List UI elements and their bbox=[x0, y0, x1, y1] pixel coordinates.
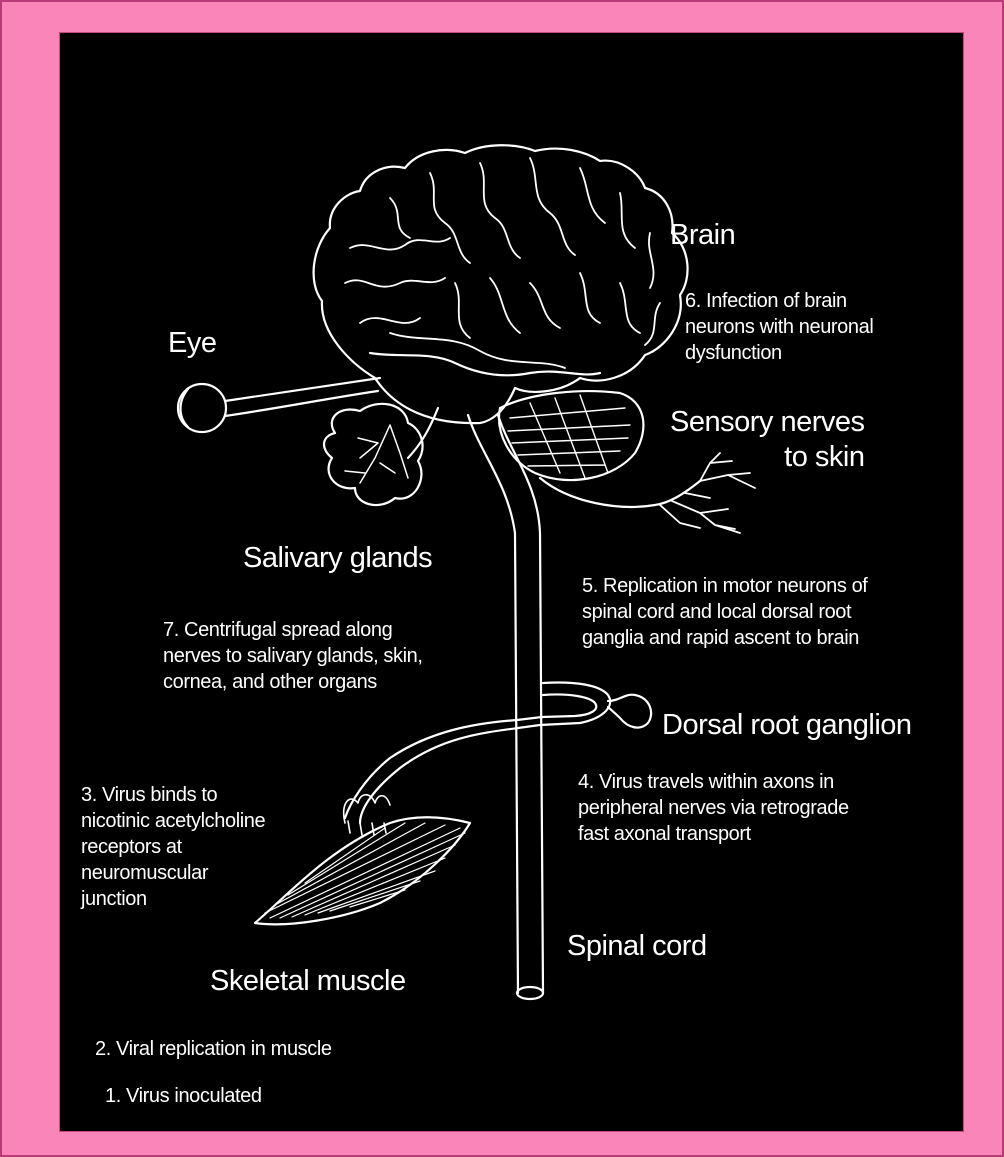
salivary-glands-label: Salivary glands bbox=[243, 542, 432, 575]
spinal-cord-left-edge bbox=[468, 415, 518, 993]
brain-illustration bbox=[314, 145, 688, 423]
eye-label: Eye bbox=[168, 327, 216, 360]
step-1-text: 1. Virus inoculated bbox=[105, 1083, 262, 1109]
temporal-lobe-fold bbox=[370, 353, 600, 375]
salivary-gland-ducts bbox=[345, 425, 408, 483]
eye-illustration bbox=[178, 378, 380, 432]
brain-gyri bbox=[345, 158, 660, 368]
spinal-cord-end bbox=[517, 987, 543, 999]
step-4-text: 4. Virus travels within axons in periphe… bbox=[578, 769, 849, 847]
diagram-panel: Brain 6. Infection of brain neurons with… bbox=[59, 32, 964, 1132]
brain-label: Brain bbox=[670, 219, 735, 252]
skeletal-muscle-label: Skeletal muscle bbox=[210, 965, 406, 998]
cerebellum-folia bbox=[508, 395, 630, 478]
spinal-cord-label: Spinal cord bbox=[567, 930, 707, 963]
step-2-text: 2. Viral replication in muscle bbox=[95, 1036, 332, 1062]
step-3-text: 3. Virus binds to nicotinic acetylcholin… bbox=[81, 782, 265, 912]
dorsal-root-ganglion-label: Dorsal root ganglion bbox=[662, 709, 912, 742]
dorsal-root-ganglion-shape bbox=[608, 695, 651, 728]
step-6-text: 6. Infection of brain neurons with neuro… bbox=[685, 288, 873, 366]
salivary-gland-outline bbox=[324, 404, 422, 505]
step-5-text: 5. Replication in motor neurons of spina… bbox=[582, 573, 867, 651]
sensory-nerves-label: Sensory nerves to skin bbox=[670, 405, 865, 475]
step-7-text: 7. Centrifugal spread along nerves to sa… bbox=[163, 617, 423, 695]
spinal-cord-illustration bbox=[468, 415, 543, 999]
salivary-gland-illustration bbox=[324, 404, 438, 505]
spinal-cord-right-edge bbox=[498, 415, 543, 993]
peripheral-nerve-lower bbox=[345, 694, 596, 818]
muscle-fibers bbox=[265, 823, 465, 918]
